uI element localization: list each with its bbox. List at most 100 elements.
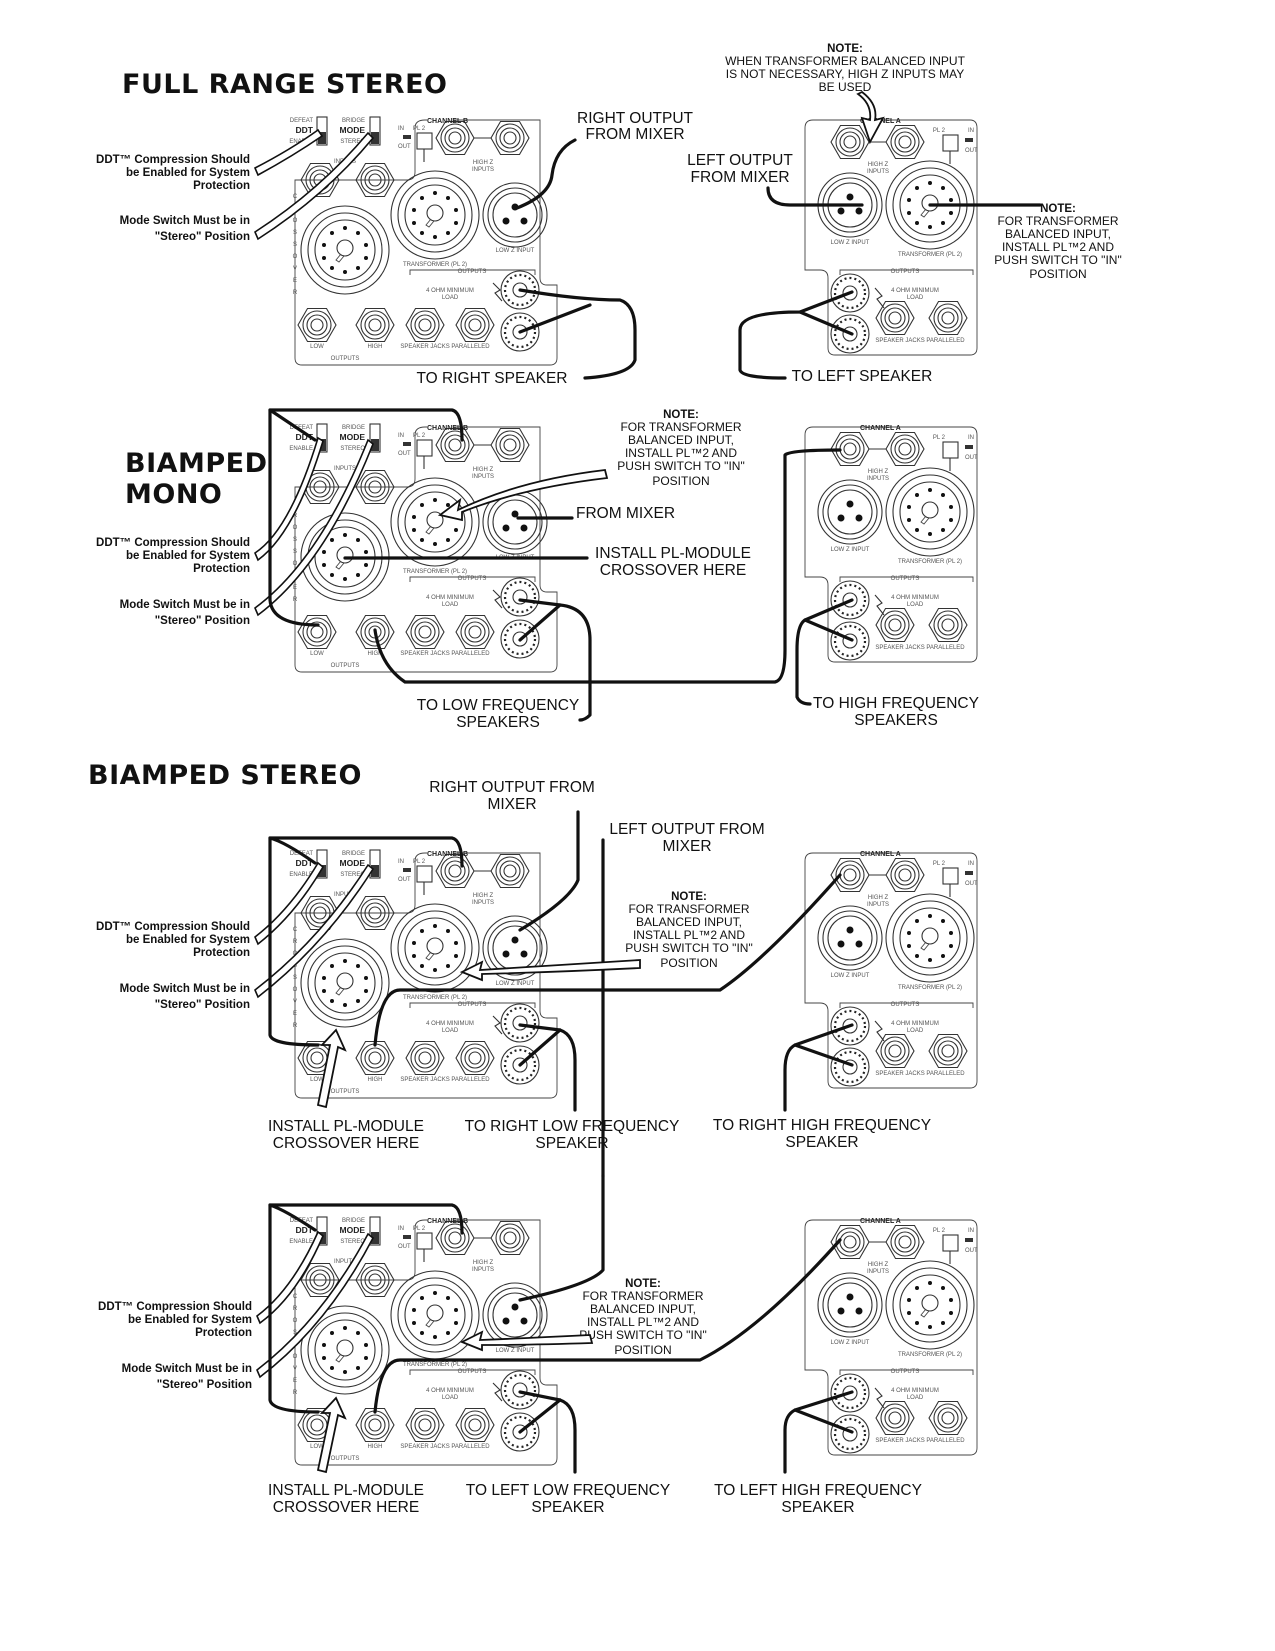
wire-high-speakers-2 xyxy=(803,618,854,642)
speaker-jacks-label: SPEAKER JACKS PARALLELED xyxy=(875,338,965,344)
label-to-high-frequency: TO HIGH FREQUENCY xyxy=(813,695,979,712)
channel-label: CHANNEL B xyxy=(427,851,468,858)
label-to-right-speaker: TO RIGHT SPEAKER xyxy=(416,370,567,387)
outputs-label: OUTPUTS xyxy=(458,576,487,582)
label-left-output: LEFT OUTPUT xyxy=(687,152,793,169)
wire-left-low-speaker-2 xyxy=(518,1398,562,1434)
note-line: POSITION xyxy=(660,956,717,970)
mode-switch-label: BRIDGE xyxy=(342,1218,365,1224)
pl2-label: PL 2 xyxy=(933,128,946,134)
label-to-low-frequency: SPEAKERS xyxy=(456,714,540,731)
channel-label: CHANNEL A xyxy=(860,851,901,858)
min-load-label: LOAD xyxy=(442,295,459,301)
note-line: POSITION xyxy=(1029,267,1086,281)
label-install-crossover: CROSSOVER HERE xyxy=(600,562,746,579)
pl2-switch-label: IN xyxy=(398,126,404,132)
ddt-note-line: Protection xyxy=(195,1327,252,1339)
label-to-right-high: SPEAKER xyxy=(785,1134,858,1151)
stereo-lower-wires xyxy=(268,1174,854,1474)
inputs-label: INPUTS xyxy=(334,466,356,472)
wire-channel-b-link xyxy=(268,408,464,442)
pl2-switch-label: IN xyxy=(968,1228,974,1234)
wire-left-high-speaker-2 xyxy=(793,1408,854,1434)
low-z-label: LOW Z INPUT xyxy=(831,1340,870,1346)
amp-panel-mono-left xyxy=(295,424,557,672)
mode-switch-label: BRIDGE xyxy=(342,425,365,431)
side-notes-3: DDT™ Compression Should be Enabled for S… xyxy=(96,921,250,1011)
crossover-letter: R xyxy=(293,1390,298,1396)
transformer-label: TRANSFORMER (PL 2) xyxy=(898,559,962,565)
crossover-letter: O xyxy=(293,561,298,567)
pl2-switch-label: OUT xyxy=(398,1244,411,1250)
min-load-label: 4 OHM MINIMUM xyxy=(891,595,939,601)
high-output-label: HIGH xyxy=(368,344,383,350)
note-line: POSITION xyxy=(652,474,709,488)
note-line: PUSH SWITCH TO "IN" xyxy=(579,1328,706,1342)
speaker-jacks-label: SPEAKER JACKS PARALLELED xyxy=(400,344,490,350)
mode-switch-label: MODE xyxy=(340,125,366,135)
min-load-label: LOAD xyxy=(442,1395,459,1401)
note-pointer-arrow xyxy=(459,959,641,982)
high-z-label: INPUTS xyxy=(472,167,494,173)
crossover-letter: S xyxy=(293,549,297,555)
wire-high-to-channel-a xyxy=(373,873,842,1047)
pl2-label: PL 2 xyxy=(413,859,426,865)
wire-left-high-speaker xyxy=(783,1390,854,1474)
crossover-outputs-label: OUTPUTS xyxy=(331,663,360,669)
wire-right-speaker xyxy=(518,288,637,380)
ddt-switch-label: DEFEAT xyxy=(290,118,314,124)
full-range-wires xyxy=(515,90,1042,380)
mode-note-line: "Stereo" Position xyxy=(155,231,250,243)
note-heading: NOTE: xyxy=(671,891,707,903)
note-line: IS NOT NECESSARY, HIGH Z INPUTS MAY xyxy=(726,67,965,81)
ddt-switch-label: DEFEAT xyxy=(290,425,314,431)
crossover-letter: O xyxy=(293,951,298,957)
low-z-label: LOW Z INPUT xyxy=(496,248,535,254)
crossover-letter: S xyxy=(293,230,297,236)
ddt-note-line: be Enabled for System xyxy=(126,167,250,179)
outputs-label: OUTPUTS xyxy=(891,576,920,582)
high-z-label: INPUTS xyxy=(867,1269,889,1275)
mode-switch-label: STEREO xyxy=(340,139,365,145)
note-pointer-arrow xyxy=(856,90,885,145)
note-heading: NOTE: xyxy=(625,1278,661,1290)
ddt-switch-label: ENABLE xyxy=(289,1239,313,1245)
speaker-jacks-label: SPEAKER JACKS PARALLELED xyxy=(400,1077,490,1083)
high-z-label: INPUTS xyxy=(472,900,494,906)
pl2-label: PL 2 xyxy=(413,433,426,439)
min-load-label: 4 OHM MINIMUM xyxy=(426,595,474,601)
pl2-switch-label: OUT xyxy=(965,881,978,887)
pl2-label: PL 2 xyxy=(413,126,426,132)
note-line: FOR TRANSFORMER xyxy=(628,902,749,916)
note-line: BALANCED INPUT, xyxy=(590,1302,696,1316)
speaker-jacks-label: SPEAKER JACKS PARALLELED xyxy=(400,1444,490,1450)
label-left-output: LEFT OUTPUT FROM xyxy=(609,821,764,838)
note-line: BALANCED INPUT, xyxy=(636,915,742,929)
side-notes-2: DDT™ Compression Should be Enabled for S… xyxy=(96,537,250,627)
label-to-low-frequency: TO LOW FREQUENCY xyxy=(417,697,579,714)
label-right-output: RIGHT OUTPUT FROM xyxy=(429,779,595,796)
panel-labels-channel-b: CHANNEL BDEFEATDDTENABLEBRIDGEMODESTEREO… xyxy=(289,118,534,362)
ddt-note-line: be Enabled for System xyxy=(126,934,250,946)
mode-note-line: Mode Switch Must be in xyxy=(120,215,250,227)
low-output-label: LOW xyxy=(310,1444,324,1450)
speaker-jacks-label: SPEAKER JACKS PARALLELED xyxy=(875,645,965,651)
ddt-note-line: Protection xyxy=(193,563,250,575)
label-install-crossover: CROSSOVER HERE xyxy=(273,1499,419,1516)
note-line: WHEN TRANSFORMER BALANCED INPUT xyxy=(725,54,965,68)
ddt-switch-label: ENABLE xyxy=(289,872,313,878)
ddt-note-line: Protection xyxy=(193,180,250,192)
high-z-label: INPUTS xyxy=(472,474,494,480)
outputs-label: OUTPUTS xyxy=(458,1002,487,1008)
note-line: INSTALL PL™2 AND xyxy=(1002,240,1114,254)
low-z-label: LOW Z INPUT xyxy=(831,547,870,553)
outputs-label: OUTPUTS xyxy=(458,269,487,275)
min-load-label: LOAD xyxy=(907,1028,924,1034)
wire-right-low-speaker xyxy=(518,1023,577,1112)
min-load-label: LOAD xyxy=(442,602,459,608)
wire-left-mixer xyxy=(518,1174,605,1302)
mono-labels: NOTE: FOR TRANSFORMER BALANCED INPUT, IN… xyxy=(417,409,979,731)
mode-note-line: Mode Switch Must be in xyxy=(122,1363,252,1375)
